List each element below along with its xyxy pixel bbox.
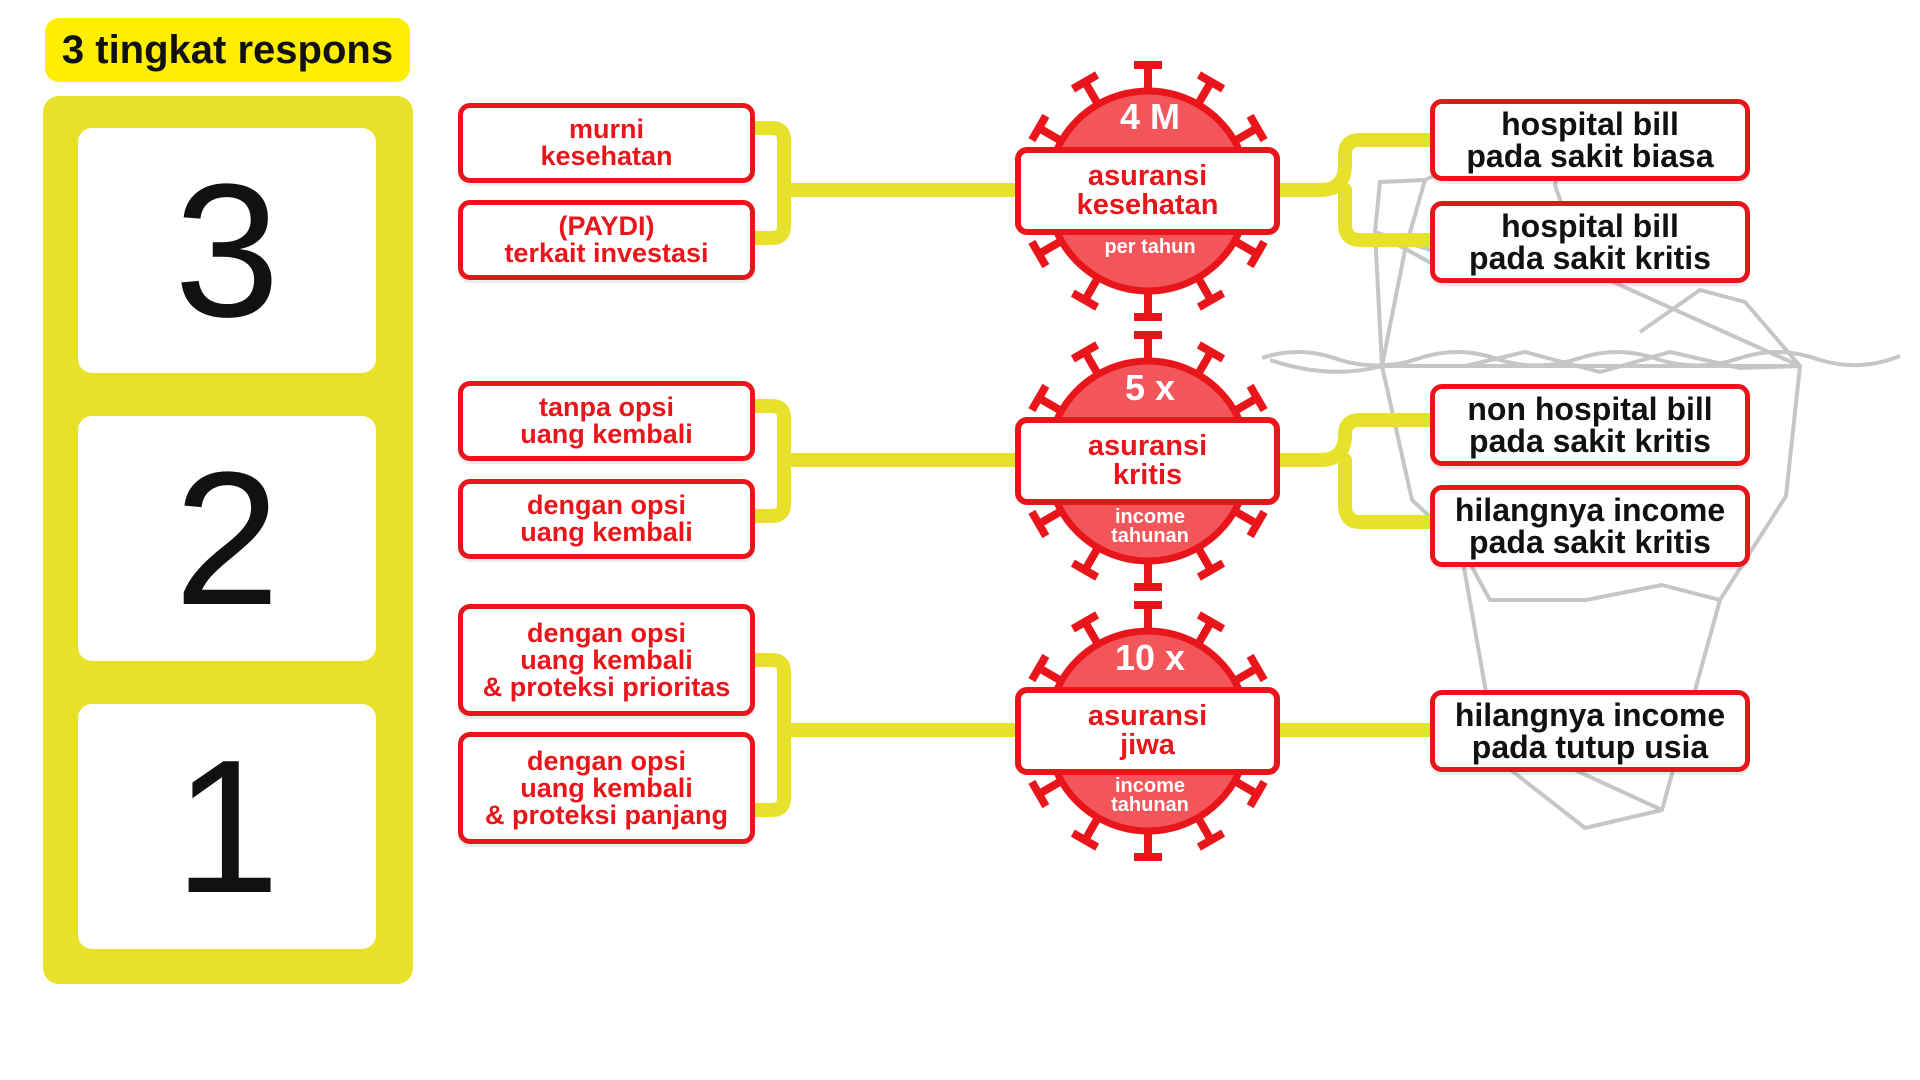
coverage-basis-line: tahunan [1111, 525, 1189, 547]
option-line: terkait investasi [504, 238, 709, 268]
risk-line: hilangnya income [1454, 492, 1726, 528]
coverage-basis-line: tahunan [1111, 794, 1189, 816]
option-line: & proteksi panjang [484, 799, 729, 830]
risk-line: hospital bill [1501, 106, 1679, 142]
option-box: (PAYDI)terkait investasi [458, 200, 755, 280]
option-line: uang kembali [520, 517, 693, 547]
option-line: & proteksi prioritas [482, 671, 731, 702]
option-line: murni [568, 114, 644, 144]
insurance-type-line: asuransi [1087, 430, 1208, 462]
insurance-type-line: kritis [1112, 459, 1183, 491]
level-1: 1 [78, 704, 376, 949]
option-line: dengan opsi [526, 490, 686, 520]
coverage-basis-line: income [1114, 775, 1186, 797]
level-2: 2 [78, 416, 376, 661]
response-levels-title: 3 tingkat respons [45, 18, 410, 82]
option-line: dengan opsi [526, 745, 686, 776]
coverage-multiple: 4 M [1119, 96, 1180, 137]
coverage-basis: income tahunan [1080, 506, 1220, 547]
coverage-basis: per tahun [1080, 236, 1220, 258]
risk-line: pada sakit kritis [1469, 524, 1711, 560]
option-line: kesehatan [540, 141, 673, 171]
risk-line: pada sakit biasa [1466, 138, 1714, 174]
insurance-type-line: asuransi [1087, 700, 1208, 732]
coverage-basis-line: per tahun [1104, 236, 1196, 258]
coverage-multiple: 5 x [1124, 367, 1176, 408]
level-3: 3 [78, 128, 376, 373]
option-line: uang kembali [520, 644, 693, 675]
risk-line: pada tutup usia [1471, 729, 1709, 765]
option-line: tanpa opsi [538, 392, 674, 422]
insurance-type-line: kesehatan [1076, 189, 1219, 221]
risk-line: hospital bill [1501, 208, 1679, 244]
coverage-multiple: 10 x [1114, 637, 1186, 678]
option-line: uang kembali [520, 419, 693, 449]
insurance-type-line: asuransi [1087, 160, 1208, 192]
option-line: dengan opsi [526, 617, 686, 648]
coverage-basis-line: income [1114, 506, 1186, 528]
risk-line: pada sakit kritis [1469, 240, 1711, 276]
option-line: (PAYDI) [558, 211, 655, 241]
coverage-basis: income tahunan [1080, 775, 1220, 816]
risk-line: non hospital bill [1467, 391, 1713, 427]
insurance-type-line: jiwa [1120, 729, 1175, 761]
levels-column: 3 2 1 [43, 96, 413, 984]
option-line: uang kembali [520, 772, 693, 803]
risk-line: pada sakit kritis [1469, 423, 1711, 459]
risk-line: hilangnya income [1454, 697, 1726, 733]
